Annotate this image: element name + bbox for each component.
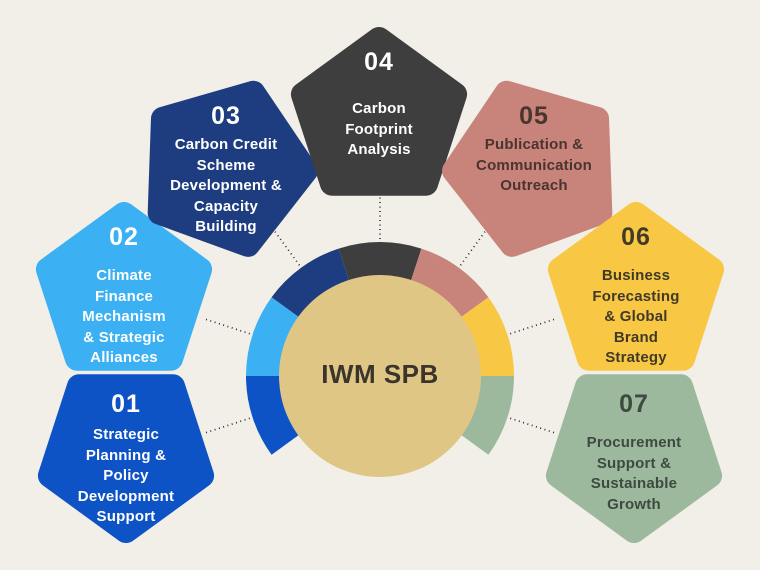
ring-segment-02: [246, 297, 300, 376]
pentagon-06: [547, 202, 725, 371]
item-02-text: 02 Climate Finance Mechanism & Strategic…: [39, 225, 209, 369]
pentagon-04: [290, 27, 468, 196]
center-title: IWM SPB: [321, 359, 439, 389]
ring-segment-05: [410, 248, 489, 318]
pentagon-05: [442, 80, 613, 257]
item-01-text: 01 Strategic Planning & Policy Developme…: [41, 392, 211, 528]
item-04-number: 04: [364, 48, 394, 76]
connector-line-06: [510, 318, 556, 335]
connector-line-02: [204, 318, 250, 335]
ring-segment-04: [338, 242, 422, 281]
item-02-number: 02: [109, 223, 139, 251]
ring-segment-01: [246, 376, 300, 455]
item-05-number: 05: [519, 102, 549, 130]
item-05-text: 05 Publication & Communication Outreach: [449, 104, 619, 197]
item-07-label: Procurement Support & Sustainable Growth: [586, 434, 682, 513]
pentagon-03: [147, 80, 318, 257]
pentagon-01: [37, 374, 215, 543]
item-03-number: 03: [211, 102, 241, 130]
connector-line-05: [459, 226, 489, 266]
item-04-label: Carbon Footprint Analysis: [345, 100, 413, 158]
item-05-label: Publication & Communication Outreach: [476, 136, 592, 194]
connector-line-01: [204, 417, 250, 434]
item-01-number: 01: [111, 390, 141, 418]
item-03-text: 03 Carbon Credit Scheme Development & Ca…: [141, 104, 311, 238]
pentagon-07: [545, 374, 723, 543]
ring-segment-06: [460, 297, 514, 376]
pentagon-02: [35, 202, 213, 371]
item-07-text: 07 Procurement Support & Sustainable Gro…: [549, 392, 719, 515]
center-circle: [279, 275, 481, 477]
item-04-text: 04 Carbon Footprint Analysis: [294, 50, 464, 161]
item-06-number: 06: [621, 223, 651, 251]
item-06-text: 06 Business Forecasting & Global Brand S…: [551, 225, 721, 369]
item-01-label: Strategic Planning & Policy Development …: [77, 426, 175, 525]
item-06-label: Business Forecasting & Global Brand Stra…: [592, 267, 680, 366]
item-02-label: Climate Finance Mechanism & Strategic Al…: [82, 267, 166, 366]
ring-segment-03: [271, 248, 350, 318]
item-03-label: Carbon Credit Scheme Development & Capac…: [170, 136, 282, 235]
item-07-number: 07: [619, 390, 649, 418]
ring-segment-07: [460, 376, 514, 455]
